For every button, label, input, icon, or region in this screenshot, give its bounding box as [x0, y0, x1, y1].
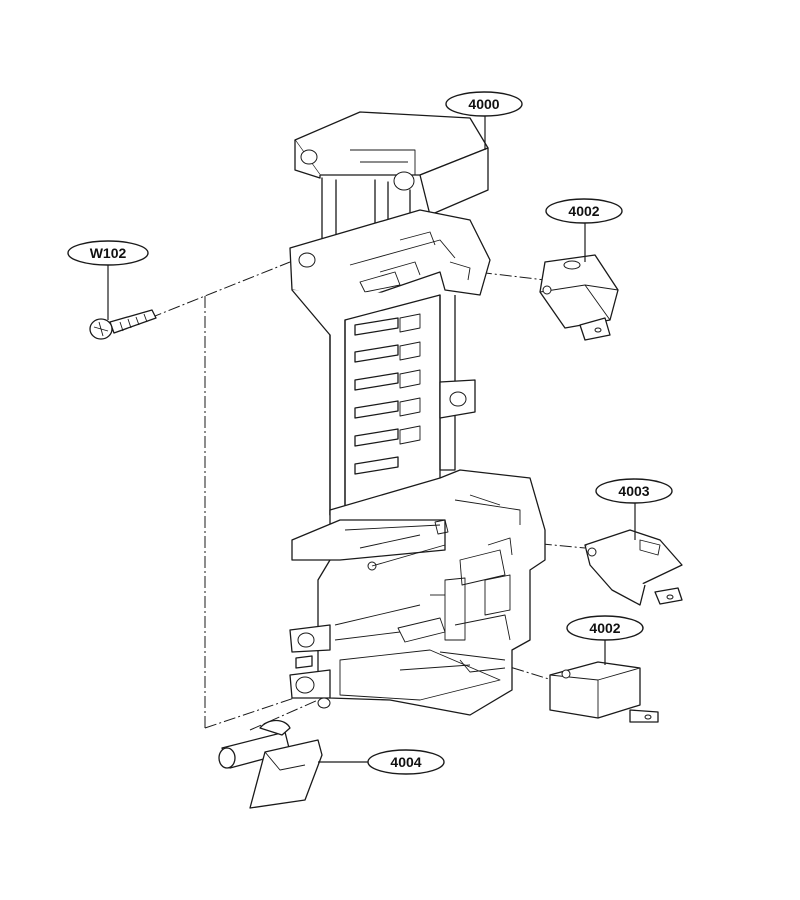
callout-4002-lower: 4002 [566, 615, 644, 641]
callout-label-w102: W102 [90, 245, 127, 261]
microswitch-4003 [584, 529, 683, 606]
callout-label-4002-upper: 4002 [568, 203, 599, 219]
callout-label-4000: 4000 [468, 96, 499, 112]
interlock-bracket-4000 [289, 111, 546, 716]
microswitch-4002-upper [539, 254, 619, 341]
callout-4000: 4000 [445, 91, 523, 117]
column-ribs [354, 313, 421, 475]
callout-4004: 4004 [367, 749, 445, 775]
callout-4002-upper: 4002 [545, 198, 623, 224]
callout-label-4004: 4004 [390, 754, 421, 770]
leader-lines [107, 113, 636, 763]
callout-label-4003: 4003 [618, 483, 649, 499]
lever-4004 [218, 719, 323, 809]
callout-w102: W102 [67, 240, 149, 266]
screw-w102 [89, 309, 157, 340]
callout-label-4002-lower: 4002 [589, 620, 620, 636]
microswitch-4002-lower [549, 661, 659, 723]
callout-4003: 4003 [595, 478, 673, 504]
